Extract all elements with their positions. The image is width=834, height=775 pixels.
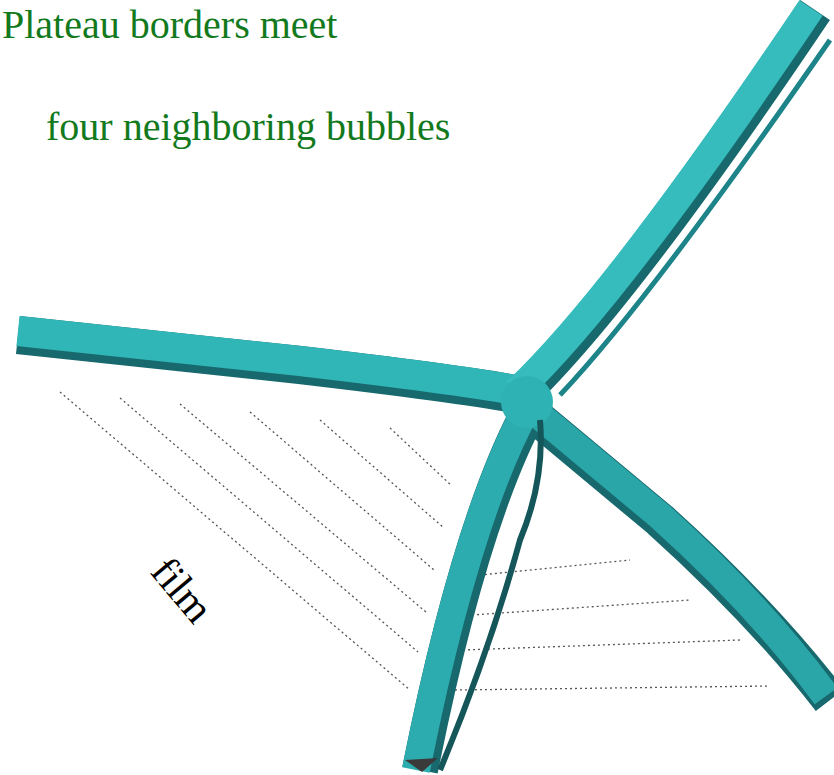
plateau-border [18, 8, 830, 772]
film-label: film [138, 545, 225, 636]
heading-line: Plateau borders meet [2, 2, 337, 48]
heading-line: four neighboring bubbles [46, 104, 450, 150]
